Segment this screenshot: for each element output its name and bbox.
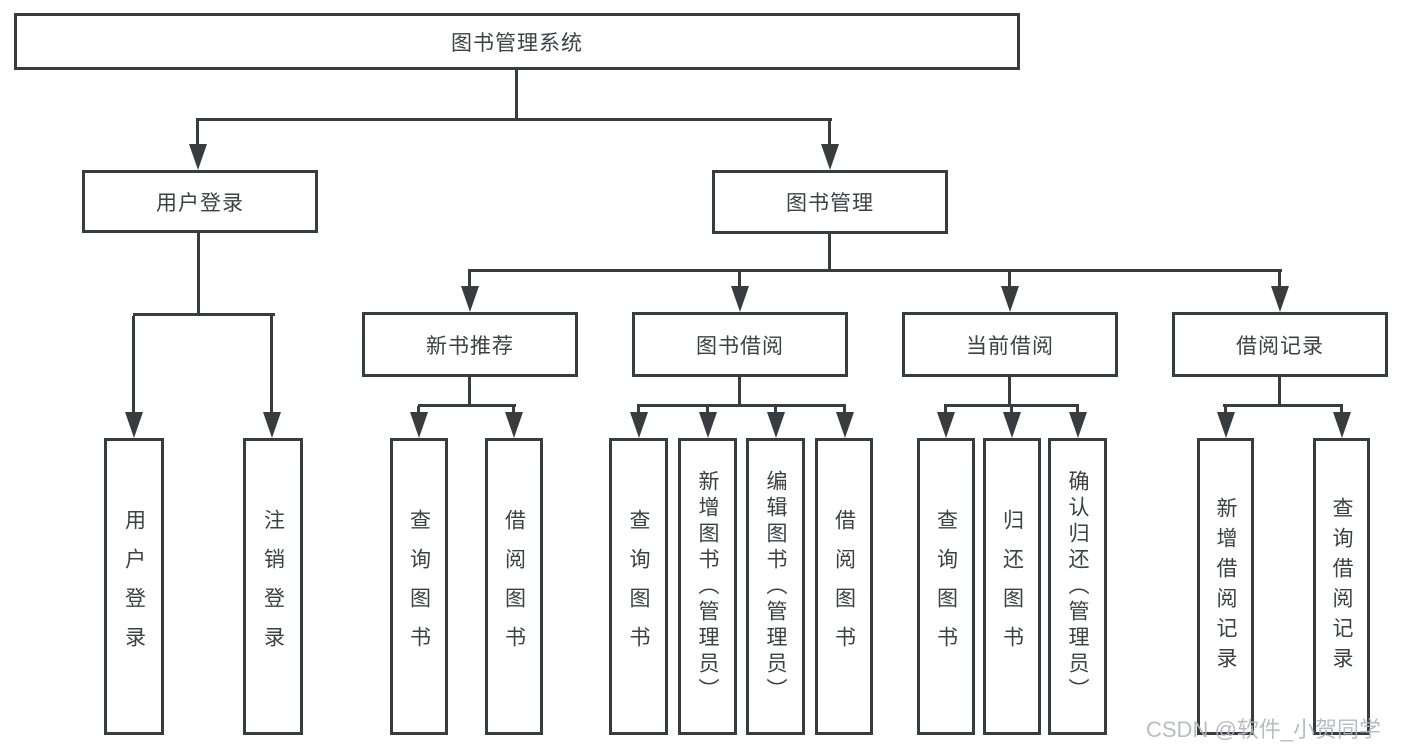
node-book-borrowing: 图书借阅	[632, 312, 848, 377]
node-user-login: 用户登录	[82, 170, 318, 233]
connector-leaf-shaft	[637, 406, 640, 414]
leaf-query-books-borrowing: 查询图书	[609, 438, 668, 735]
connector-user-login-split	[133, 313, 275, 316]
arrowhead-down-icon	[1271, 286, 1289, 312]
arrowhead-down-icon	[767, 412, 785, 438]
connector-user-login-shaft	[196, 120, 199, 146]
connector-group-shaft	[468, 271, 471, 288]
arrowhead-down-icon	[1333, 412, 1351, 438]
connector-leaf-shaft	[1010, 406, 1013, 414]
leaf-add-borrow-record-label: 新增借阅记录	[1214, 496, 1237, 677]
connector-book-mgmt-stem	[828, 234, 831, 271]
leaf-logout-label: 注销登录	[261, 508, 285, 665]
arrowhead-down-icon	[821, 144, 839, 170]
connector-leaf-shaft	[944, 406, 947, 414]
connector-group3-stem	[1008, 377, 1011, 406]
connector-group-shaft	[1008, 271, 1011, 288]
connector-leaf-shaft	[417, 406, 420, 414]
connector-group-shaft	[1278, 271, 1281, 288]
connector-user-login-stem	[197, 233, 200, 315]
node-current-borrowing-label: 当前借阅	[966, 334, 1054, 358]
leaf-add-book-admin: 新增图书（管理员）	[678, 438, 737, 735]
leaf-confirm-return-admin: 确认归还（管理员）	[1048, 438, 1107, 735]
leaf-add-book-admin-label: 新增图书（管理员）	[696, 469, 719, 704]
leaf-query-borrow-record: 查询借阅记录	[1313, 438, 1370, 735]
leaf-edit-book-admin-label: 编辑图书（管理员）	[764, 469, 787, 704]
connector-group2-stem	[738, 377, 741, 406]
connector-leaf-shaft	[1340, 406, 1343, 414]
arrowhead-down-icon	[1217, 412, 1235, 438]
connector-leaf-shaft	[706, 406, 709, 414]
leaf-confirm-return-admin-label: 确认归还（管理员）	[1066, 469, 1089, 704]
connector-group1-split	[418, 404, 516, 407]
leaf-return-books-label: 归还图书	[1000, 508, 1024, 665]
node-new-book-recommendation-label: 新书推荐	[426, 334, 514, 358]
arrowhead-down-icon	[630, 412, 648, 438]
connector-leaf-shaft	[774, 406, 777, 414]
leaf-add-borrow-record: 新增借阅记录	[1197, 438, 1254, 735]
connector-root-stem	[515, 70, 518, 120]
connector-book-mgmt-shaft	[828, 120, 831, 146]
arrowhead-down-icon	[410, 412, 428, 438]
leaf-borrow-books-label: 借阅图书	[832, 508, 856, 665]
node-book-management-label: 图书管理	[786, 192, 874, 215]
leaf-return-books: 归还图书	[983, 438, 1041, 735]
arrowhead-down-icon	[263, 412, 281, 438]
connector-group2-split	[637, 404, 846, 407]
arrowhead-down-icon	[1001, 286, 1019, 312]
leaf-logout: 注销登录	[243, 438, 303, 735]
node-book-management: 图书管理	[712, 170, 948, 234]
connector-group3-split	[944, 404, 1079, 407]
leaf-query-borrow-record-label: 查询借阅记录	[1330, 496, 1353, 677]
connector-leaf-shaft	[512, 406, 515, 414]
arrowhead-down-icon	[1069, 412, 1087, 438]
connector-leaf-shaft	[132, 316, 135, 414]
connector-group1-stem	[468, 377, 471, 406]
leaf-borrow-books: 借阅图书	[815, 438, 873, 735]
arrowhead-down-icon	[836, 412, 854, 438]
leaf-borrow-books-recommend-label: 借阅图书	[502, 508, 526, 665]
connector-leaf-shaft	[843, 406, 846, 414]
connector-group-shaft	[738, 271, 741, 288]
connector-book-mgmt-split	[468, 269, 1282, 272]
leaf-query-books-current-label: 查询图书	[934, 508, 958, 665]
arrowhead-down-icon	[125, 412, 143, 438]
connector-group4-stem	[1278, 377, 1281, 406]
arrowhead-down-icon	[1003, 412, 1021, 438]
node-user-login-label: 用户登录	[156, 191, 244, 215]
node-borrowing-records: 借阅记录	[1172, 312, 1388, 377]
arrowhead-down-icon	[731, 286, 749, 312]
leaf-query-books-borrowing-label: 查询图书	[627, 508, 650, 665]
connector-root-split	[196, 118, 832, 121]
arrowhead-down-icon	[461, 286, 479, 312]
leaf-query-books-recommend-label: 查询图书	[407, 508, 431, 665]
node-new-book-recommendation: 新书推荐	[362, 312, 578, 377]
node-current-borrowing: 当前借阅	[902, 312, 1118, 377]
connector-leaf-shaft	[1224, 406, 1227, 414]
leaf-user-login-label: 用户登录	[122, 508, 146, 665]
connector-group4-split	[1223, 404, 1343, 407]
leaf-query-books-recommend: 查询图书	[390, 438, 448, 735]
arrowhead-down-icon	[189, 144, 207, 170]
arrowhead-down-icon	[937, 412, 955, 438]
leaf-edit-book-admin: 编辑图书（管理员）	[746, 438, 805, 735]
leaf-query-books-current: 查询图书	[917, 438, 975, 735]
arrowhead-down-icon	[699, 412, 717, 438]
node-root: 图书管理系统	[14, 13, 1020, 70]
node-root-label: 图书管理系统	[451, 31, 583, 55]
node-borrowing-records-label: 借阅记录	[1236, 334, 1324, 358]
connector-leaf-shaft	[1076, 406, 1079, 414]
connector-leaf-shaft	[270, 316, 273, 414]
leaf-borrow-books-recommend: 借阅图书	[485, 438, 543, 735]
node-book-borrowing-label: 图书借阅	[696, 334, 784, 358]
csdn-watermark: CSDN @软件_小贺同学	[1146, 717, 1382, 742]
arrowhead-down-icon	[505, 412, 523, 438]
leaf-user-login: 用户登录	[104, 438, 164, 735]
